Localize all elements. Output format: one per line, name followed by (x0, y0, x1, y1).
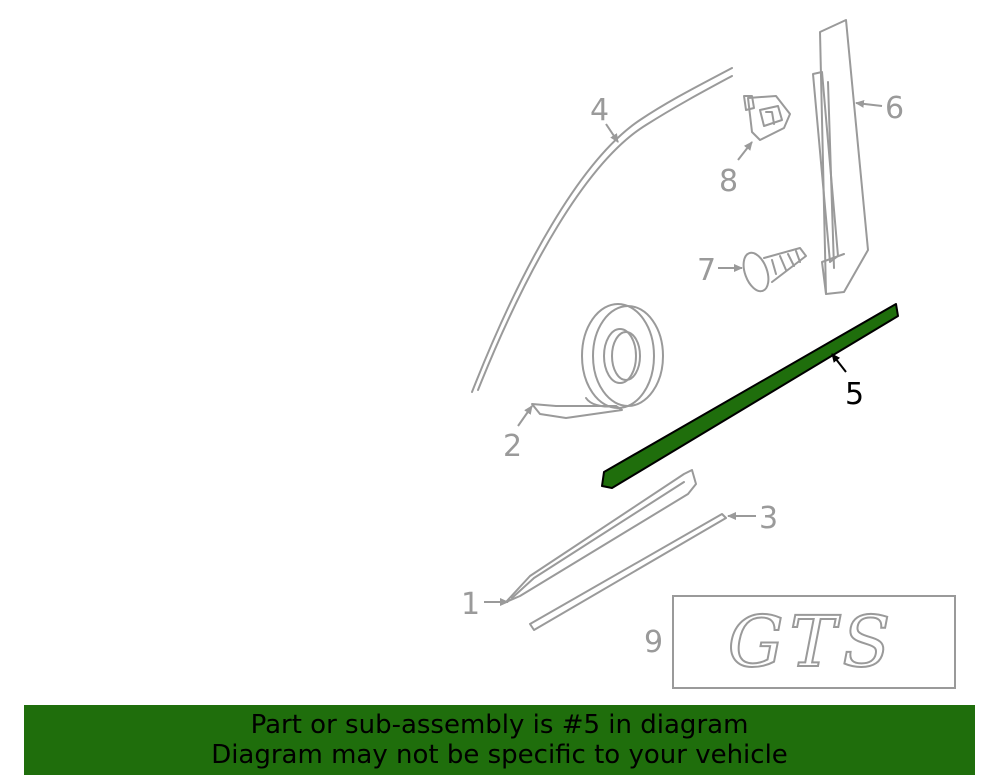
info-banner: Part or sub-assembly is #5 in diagram Di… (24, 705, 975, 775)
banner-line-1: Part or sub-assembly is #5 in diagram (250, 710, 749, 740)
part-6-pillar-trim (812, 19, 869, 295)
callout-3: 3 (759, 501, 778, 536)
callout-5: 5 (845, 377, 864, 412)
badge-text: GTS (728, 601, 897, 683)
callout-1: 1 (461, 587, 480, 622)
part-8-clip (743, 95, 791, 141)
banner-line-2: Diagram may not be specific to your vehi… (211, 740, 788, 770)
part-7-screw (742, 247, 807, 293)
part-9-badge: GTS (672, 595, 956, 689)
part-1-door-molding (505, 469, 697, 603)
part-4-window-molding (471, 67, 733, 393)
callout-6: 6 (885, 91, 904, 126)
callout-2: 2 (503, 429, 522, 464)
callout-9: 9 (644, 625, 663, 660)
callout-4: 4 (590, 93, 609, 128)
callout-7: 7 (697, 253, 716, 288)
callout-8: 8 (719, 164, 738, 199)
part-3-lower-strip (529, 513, 727, 631)
leader-lines (484, 99, 883, 606)
part-2-tape-roll (531, 303, 664, 419)
part-5-belt-molding (601, 303, 899, 489)
callouts: 4 6 8 7 5 2 3 1 9 (461, 91, 904, 660)
